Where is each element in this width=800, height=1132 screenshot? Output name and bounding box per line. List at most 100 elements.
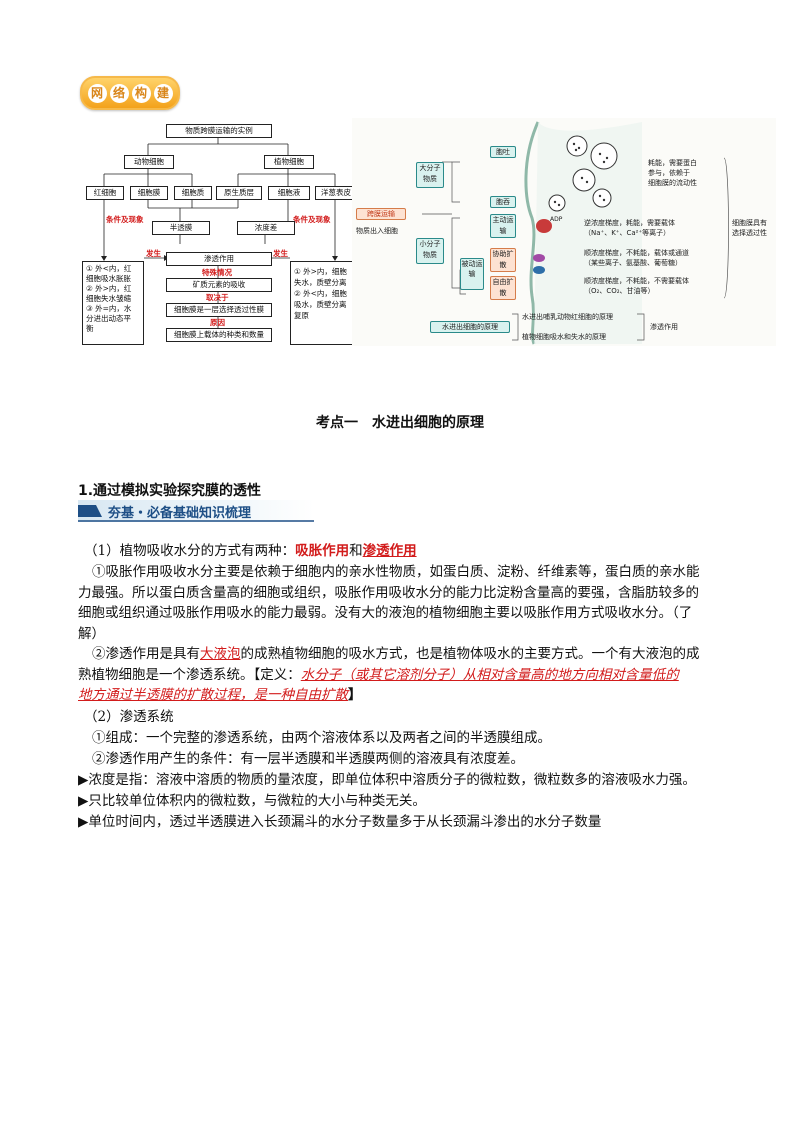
result-line: ③ 外=内，水 bbox=[86, 304, 132, 313]
plant-result-box: ① 外>内，细胞 失水，质壁分离 ② 外<内，细胞 吸水，质壁分离 复原 bbox=[290, 261, 354, 345]
note-line: （Na⁺、K⁺、Ca²⁺等离子） bbox=[584, 229, 671, 237]
p3-vacuole: 大液泡 bbox=[200, 646, 241, 662]
note-line: （某些离子、氨基酸、葡萄糖） bbox=[584, 259, 682, 267]
logo-char: 网 bbox=[87, 83, 107, 103]
note-line: 选择透过性 bbox=[732, 229, 767, 237]
p2-line: 解） bbox=[78, 625, 105, 642]
note-line: 耗能，需要蛋白 bbox=[648, 159, 697, 167]
flow-diagram: 物质跨膜运输的实例 动物细胞 植物细胞 红细胞 细胞膜 细胞质 原生质层 细胞液… bbox=[80, 118, 357, 346]
note-line: 顺浓度梯度，不耗能，不需要载体 bbox=[584, 277, 689, 285]
p3-b: 的成熟植物细胞的吸水方式，也是植物体吸水的主要方式。一个有大液泡的成 bbox=[240, 646, 700, 662]
protoplast-box: 原生质层 bbox=[216, 186, 262, 200]
result-line: ② 外>内，红 bbox=[86, 284, 132, 293]
carrier-box: 细胞膜上载体的种类和数量 bbox=[166, 328, 272, 342]
section-title: 考点一 水进出细胞的原理 bbox=[316, 415, 484, 431]
paragraph-4: （2）渗透系统 bbox=[84, 709, 174, 725]
flow-top-box: 物质跨膜运输的实例 bbox=[166, 124, 272, 138]
result-line: ② 外<内，细胞 bbox=[294, 289, 347, 298]
special-label: 特殊情况 bbox=[202, 268, 232, 277]
osmosis-box: 渗透作用 bbox=[166, 252, 272, 266]
facilitated-diffusion-box: 协助扩散 bbox=[490, 248, 516, 272]
semi-membrane-box: 半透膜 bbox=[152, 221, 210, 235]
paragraph-6: ②渗透作用产生的条件：有一层半透膜和半透膜两侧的溶液具有浓度差。 bbox=[92, 751, 524, 767]
passive-transport-box: 被动运输 bbox=[460, 258, 484, 290]
onion-box: 洋葱表皮 bbox=[315, 186, 357, 200]
active-note: 逆浓度梯度，耗能，需要载体 （Na⁺、K⁺、Ca²⁺等离子） bbox=[584, 218, 675, 238]
result-line: 分进出动态平 bbox=[86, 314, 131, 323]
adp-label: ADP bbox=[550, 216, 563, 223]
transport-sub-label: 物质出入细胞 bbox=[356, 227, 398, 235]
p3-definition-1: 水分子（或其它溶剂分子）从相对含量高的地方向相对含量低的 bbox=[300, 666, 679, 683]
free-note: 顺浓度梯度，不耗能，不需要载体 （O₂、CO₂、甘油等） bbox=[584, 276, 689, 296]
selective-note: 细胞膜具有 选择透过性 bbox=[732, 218, 767, 238]
p2-line: ①吸胀作用吸收水分主要是依赖于细胞内的亲水性物质，如蛋白质、淀粉、纤维素等，蛋白… bbox=[92, 564, 700, 580]
p1-prefix: （1）植物吸收水分的方式有两种： bbox=[84, 543, 296, 559]
paragraph-8: ▶只比较单位体积内的微粒数，与微粒的大小与种类无关。 bbox=[78, 793, 426, 809]
note-line: 参与，依赖于 bbox=[648, 169, 690, 177]
transport-main-box: 跨膜运输 bbox=[356, 208, 406, 220]
transport-graphics bbox=[422, 121, 729, 345]
paragraph-9: ▶单位时间内，透过半透膜进入长颈漏斗的水分子数量多于从长颈漏斗渗出的水分子数量 bbox=[78, 814, 602, 830]
macro-box: 大分子物质 bbox=[416, 162, 444, 188]
reason-label: 原因 bbox=[210, 318, 225, 327]
macro-note: 耗能，需要蛋白 参与，依赖于 细胞膜的流动性 bbox=[648, 158, 697, 188]
paragraph-5: ①组成：一个完整的渗透系统，由两个溶液体系以及两者之间的半透膜组成。 bbox=[92, 730, 551, 746]
p1-and: 和 bbox=[349, 543, 363, 559]
plant-cell-box: 植物细胞 bbox=[264, 155, 314, 169]
principle-2: 植物细胞吸水和失水的原理 bbox=[522, 333, 606, 341]
paragraph-7: ▶浓度是指：溶液中溶质的物质的量浓度，即单位体积中溶质分子的微粒数，微粒数多的溶… bbox=[78, 772, 696, 788]
result-line: 细胞失水皱缩 bbox=[86, 294, 131, 303]
result-line: 细胞吸水胀胀 bbox=[86, 274, 131, 283]
paragraph-1: （1）植物吸收水分的方式有两种：吸胀作用和渗透作用 bbox=[84, 541, 734, 562]
network-logo: 网 络 构 建 bbox=[80, 76, 180, 110]
banner-label: 夯基・必备基础知识梳理 bbox=[108, 506, 252, 521]
transport-diagram: 跨膜运输 物质出入细胞 大分子物质 胞吐 胞吞 耗能，需要蛋白 参与，依赖于 细… bbox=[352, 118, 776, 346]
endocytosis-box: 胞吐 bbox=[490, 146, 516, 158]
animal-cell-box: 动物细胞 bbox=[124, 155, 174, 169]
flow-connectors bbox=[101, 136, 338, 333]
free-diffusion-box: 自由扩散 bbox=[490, 276, 516, 300]
exocytosis-box: 胞吞 bbox=[490, 196, 516, 208]
logo-char: 建 bbox=[153, 83, 173, 103]
small-molecule-box: 小分子物质 bbox=[416, 238, 444, 264]
result-line: 失水，质壁分离 bbox=[294, 278, 347, 287]
p3-a: ②渗透作用是具有 bbox=[92, 646, 200, 662]
rbc-box: 红细胞 bbox=[86, 186, 124, 200]
sub-title: 1.通过模拟实验探究膜的透性 bbox=[78, 483, 262, 499]
p2-line: 力最强。所以蛋白质含量高的细胞或组织，吸胀作用吸收水分的能力比淀粉含量高的要强，… bbox=[78, 584, 699, 601]
knowledge-banner: 夯基・必备基础知识梳理 bbox=[78, 500, 314, 522]
p3-end: 】 bbox=[348, 687, 362, 703]
p3-c: 熟植物细胞是一个渗透系统。【定义： bbox=[78, 666, 301, 683]
decides-label: 取决于 bbox=[206, 293, 229, 302]
note-line: 细胞膜具有 bbox=[732, 219, 767, 227]
p2-line: 细胞或组织通过吸胀作用吸水的能力最弱。没有大的液泡的植物细胞主要以吸胀作用方式吸… bbox=[78, 605, 693, 621]
logo-char: 络 bbox=[109, 83, 129, 103]
result-line: ① 外>内，细胞 bbox=[294, 267, 347, 276]
note-line: 逆浓度梯度，耗能，需要载体 bbox=[584, 219, 675, 227]
facilitated-note: 顺浓度梯度，不耗能，载体或通道 （某些离子、氨基酸、葡萄糖） bbox=[584, 248, 689, 268]
condition-label-left: 条件及现象 bbox=[106, 215, 144, 224]
cell-membrane-box: 细胞膜 bbox=[130, 186, 168, 200]
cytoplasm-box: 细胞质 bbox=[174, 186, 212, 200]
p1-term-a: 吸胀作用 bbox=[295, 543, 350, 559]
occur-label-left: 发生 bbox=[146, 249, 161, 258]
animal-result-box: ① 外<内，红 细胞吸水胀胀 ② 外>内，红 细胞失水皱缩 ③ 外=内，水 分进… bbox=[82, 261, 144, 345]
result-line: 衡 bbox=[86, 324, 94, 333]
active-transport-box: 主动运输 bbox=[490, 214, 516, 238]
paragraph-3: ②渗透作用是具有大液泡的成熟植物细胞的吸水方式，也是植物体吸水的主要方式。一个有… bbox=[78, 644, 728, 706]
logo-char: 构 bbox=[131, 83, 151, 103]
mineral-box: 矿质元素的吸收 bbox=[166, 278, 272, 292]
result-line: ① 外<内，红 bbox=[86, 264, 132, 273]
paragraph-2: ①吸胀作用吸收水分主要是依赖于细胞内的亲水性物质，如蛋白质、淀粉、纤维素等，蛋白… bbox=[78, 562, 728, 644]
note-line: （O₂、CO₂、甘油等） bbox=[584, 287, 655, 295]
banner-shape bbox=[78, 500, 314, 522]
p3-definition-2: 地方通过半透膜的扩散过程，是一种自由扩散 bbox=[78, 687, 348, 703]
condition-label-right: 条件及现象 bbox=[293, 215, 331, 224]
note-line: 顺浓度梯度，不耗能，载体或通道 bbox=[584, 249, 689, 257]
occur-label-right: 发生 bbox=[273, 249, 288, 258]
principle-1: 水进出哺乳动物红细胞的原理 bbox=[522, 313, 613, 321]
cell-sap-box: 细胞液 bbox=[268, 186, 310, 200]
principle-box: 水进出细胞的原理 bbox=[430, 321, 510, 333]
result-line: 吸水，质壁分离 bbox=[294, 300, 347, 309]
p1-term-b: 渗透作用 bbox=[362, 543, 417, 559]
